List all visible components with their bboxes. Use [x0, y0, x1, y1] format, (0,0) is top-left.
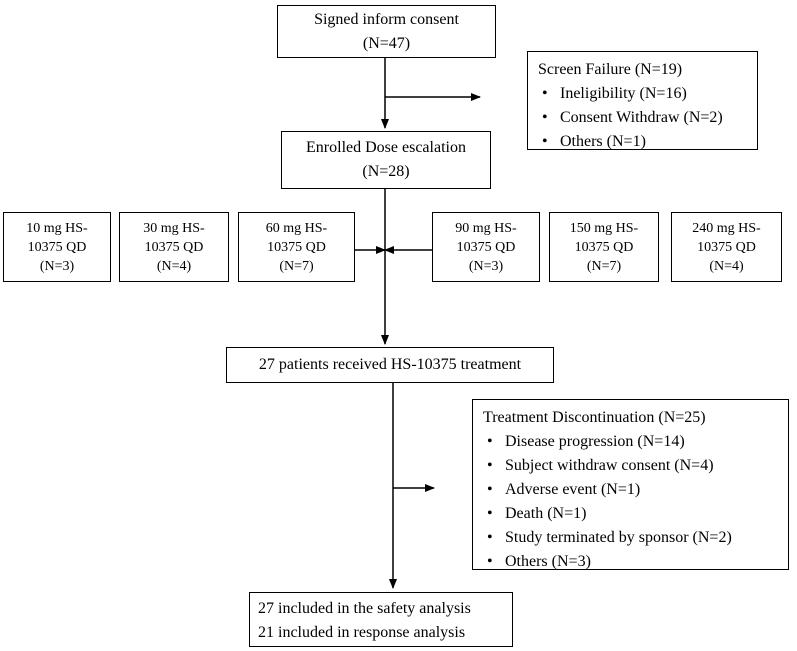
consent-box: Signed inform consent (N=47) [277, 5, 496, 58]
list-item: Consent Withdraw (N=2) [538, 106, 749, 130]
list-item: Ineligibility (N=16) [538, 82, 749, 106]
dose-line: 10375 QD [144, 239, 204, 255]
dose-box-30mg: 30 mg HS- 10375 QD (N=4) [119, 212, 229, 282]
consent-label: Signed inform consent [314, 10, 459, 28]
discontinuation-box: Treatment Discontinuation (N=25) Disease… [472, 399, 789, 574]
discontinuation-title: Treatment Discontinuation (N=25) [483, 409, 706, 426]
dose-count: (N=3) [468, 258, 504, 274]
dose-count: (N=3) [39, 258, 75, 274]
dose-count: (N=7) [279, 258, 314, 274]
list-item: Others (N=3) [483, 550, 780, 574]
dose-line: 10375 QD [267, 239, 326, 255]
consent-count: (N=47) [362, 34, 411, 52]
dose-line: 30 mg HS- [143, 220, 205, 236]
enrolled-count: (N=28) [362, 163, 410, 180]
list-item: Death (N=1) [483, 502, 780, 526]
list-item: Adverse event (N=1) [483, 478, 780, 502]
dose-line: 10375 QD [456, 239, 516, 255]
dose-count: (N=4) [709, 258, 744, 274]
dose-line: 10375 QD [27, 239, 87, 255]
dose-box-150mg: 150 mg HS- 10375 QD (N=7) [549, 212, 659, 282]
response-analysis-label: 21 included in response analysis [258, 624, 466, 641]
enrolled-box: Enrolled Dose escalation (N=28) [281, 131, 491, 189]
dose-line: 150 mg HS- [569, 220, 639, 236]
analysis-box: 27 included in the safety analysis 21 in… [249, 592, 513, 647]
treated-box: 27 patients received HS-10375 treatment [226, 347, 554, 383]
dose-box-240mg: 240 mg HS- 10375 QD (N=4) [671, 212, 782, 282]
dose-box-10mg: 10 mg HS- 10375 QD (N=3) [3, 212, 111, 282]
list-item: Subject withdraw consent (N=4) [483, 454, 780, 478]
dose-box-60mg: 60 mg HS- 10375 QD (N=7) [238, 212, 355, 282]
treated-label: 27 patients received HS-10375 treatment [258, 356, 522, 373]
screen-failure-title: Screen Failure (N=19) [538, 61, 683, 78]
safety-analysis-label: 27 included in the safety analysis [258, 600, 471, 617]
list-item: Disease progression (N=14) [483, 430, 780, 454]
dose-line: 10 mg HS- [26, 220, 88, 236]
screen-failure-list: Ineligibility (N=16) Consent Withdraw (N… [538, 82, 749, 154]
dose-line: 60 mg HS- [265, 220, 328, 236]
screen-failure-box: Screen Failure (N=19) Ineligibility (N=1… [527, 51, 758, 154]
enrolled-label: Enrolled Dose escalation [306, 139, 466, 156]
dose-count: (N=4) [156, 258, 192, 274]
dose-line: 10375 QD [697, 239, 756, 255]
dose-count: (N=7) [586, 258, 622, 274]
discontinuation-list: Disease progression (N=14) Subject withd… [483, 430, 780, 574]
dose-line: 10375 QD [574, 239, 634, 255]
dose-line: 90 mg HS- [455, 220, 517, 236]
list-item: Study terminated by sponsor (N=2) [483, 526, 780, 550]
dose-line: 240 mg HS- [692, 220, 761, 236]
dose-box-90mg: 90 mg HS- 10375 QD (N=3) [432, 212, 540, 282]
list-item: Others (N=1) [538, 130, 749, 154]
